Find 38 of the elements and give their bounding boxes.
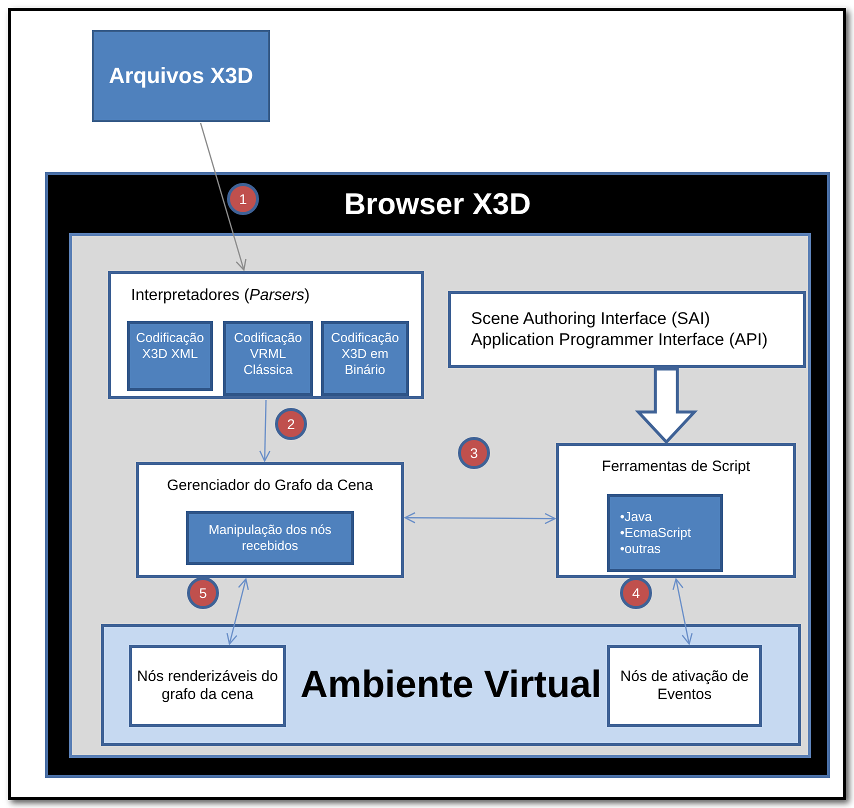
node-label: Application Programmer Interface (API) xyxy=(471,330,768,350)
parser-box xyxy=(108,271,424,399)
language-list-box xyxy=(607,494,723,572)
node-label: Codificação VRML Clássica xyxy=(233,330,303,378)
arrow xyxy=(672,578,693,645)
node-label: Arquivos X3D xyxy=(108,62,254,90)
script-tools-box xyxy=(556,443,796,578)
virtual-environment-band xyxy=(101,624,801,746)
encoding-box xyxy=(127,321,213,391)
node-label: Ambiente Virtual xyxy=(300,662,602,708)
arrow xyxy=(200,122,246,271)
node-label: •Java xyxy=(620,509,652,526)
arrow xyxy=(404,512,556,524)
node-label: Interpretadores (Parsers) xyxy=(131,286,310,306)
node-box xyxy=(129,645,286,727)
node-label: Ferramentas de Script xyxy=(602,457,750,476)
node-label: Manipulação dos nós recebidos xyxy=(208,522,332,554)
encoding-box xyxy=(321,321,409,396)
process-box xyxy=(186,511,354,565)
node-label: Codificação X3D XML xyxy=(135,330,205,362)
node-label: Browser X3D xyxy=(344,187,531,223)
scene-graph-manager-box xyxy=(136,462,404,578)
file-box xyxy=(92,30,270,122)
node-box xyxy=(607,645,762,727)
block-arrow xyxy=(634,368,698,444)
node-label: Codificação X3D em Binário xyxy=(330,330,400,378)
arrow xyxy=(226,578,249,645)
node-label: •outras xyxy=(620,540,661,557)
browser-panel xyxy=(69,233,811,758)
node-label: Scene Authoring Interface (SAI) xyxy=(471,308,710,330)
arrow xyxy=(259,400,270,462)
node-label: Nós de ativação de Eventos xyxy=(619,668,750,704)
node-label: Nós renderizáveis do grafo da cena xyxy=(136,668,279,704)
node-label: Gerenciador do Grafo da Cena xyxy=(167,476,373,496)
interface-box xyxy=(448,291,806,368)
encoding-box xyxy=(223,321,313,396)
browser-frame xyxy=(45,172,830,778)
node-label: •EcmaScript xyxy=(620,525,692,541)
